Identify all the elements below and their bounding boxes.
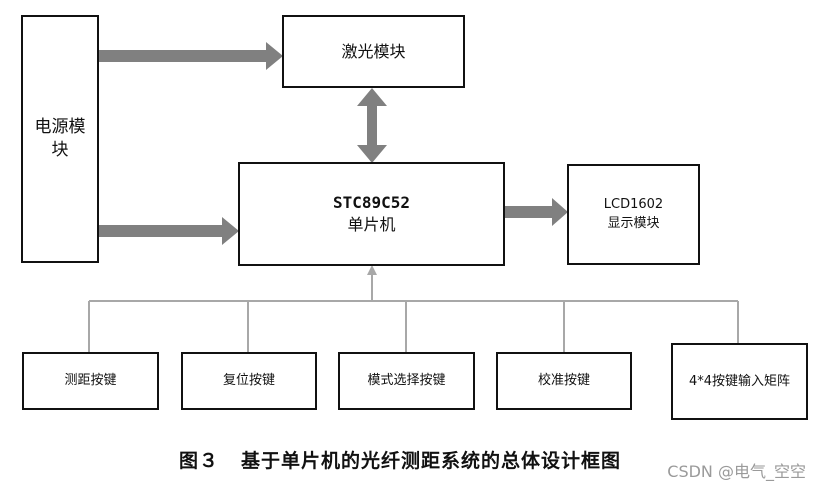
- figure-number: 图３: [178, 450, 219, 472]
- key-box-reset: 复位按键: [181, 352, 317, 410]
- arrow-mcu-laser-bidirectional: [357, 88, 387, 163]
- key-box-calibration: 校准按键: [496, 352, 632, 410]
- watermark-text: CSDN @电气_空空: [667, 462, 806, 481]
- laser-module-label: 激光模块: [341, 41, 406, 61]
- key-box-matrix-input: 4*4按键输入矩阵: [671, 343, 808, 420]
- lcd-model-label: LCD1602: [603, 196, 664, 212]
- power-module-box: 电源模 块: [21, 15, 99, 263]
- key-box-mode-select: 模式选择按键: [338, 352, 475, 410]
- power-module-label: 电源模 块: [34, 117, 86, 160]
- mcu-type-label: 单片机: [347, 215, 396, 234]
- arrow-power-to-laser: [98, 42, 283, 70]
- arrow-mcu-to-lcd: [504, 198, 568, 226]
- key-label: 复位按键: [222, 373, 275, 389]
- figure-caption: 图３ 基于单片机的光纤测距系统的总体设计框图: [0, 446, 800, 473]
- key-label: 校准按键: [537, 373, 590, 389]
- arrow-power-to-mcu: [98, 217, 239, 245]
- key-bus-arrowhead: [367, 265, 377, 275]
- key-bus-connector: [88, 272, 739, 352]
- figure-title: 基于单片机的光纤测距系统的总体设计框图: [241, 450, 622, 472]
- key-label: 模式选择按键: [367, 373, 446, 389]
- key-box-ranging: 测距按键: [22, 352, 159, 410]
- mcu-model-label: STC89C52: [332, 193, 411, 213]
- key-label: 测距按键: [64, 373, 117, 389]
- key-label: 4*4按键输入矩阵: [688, 373, 791, 389]
- lcd-display-box: LCD1602 显示模块: [567, 164, 700, 265]
- lcd-type-label: 显示模块: [607, 215, 660, 231]
- laser-module-box: 激光模块: [282, 15, 465, 88]
- mcu-box: STC89C52 单片机: [238, 162, 505, 266]
